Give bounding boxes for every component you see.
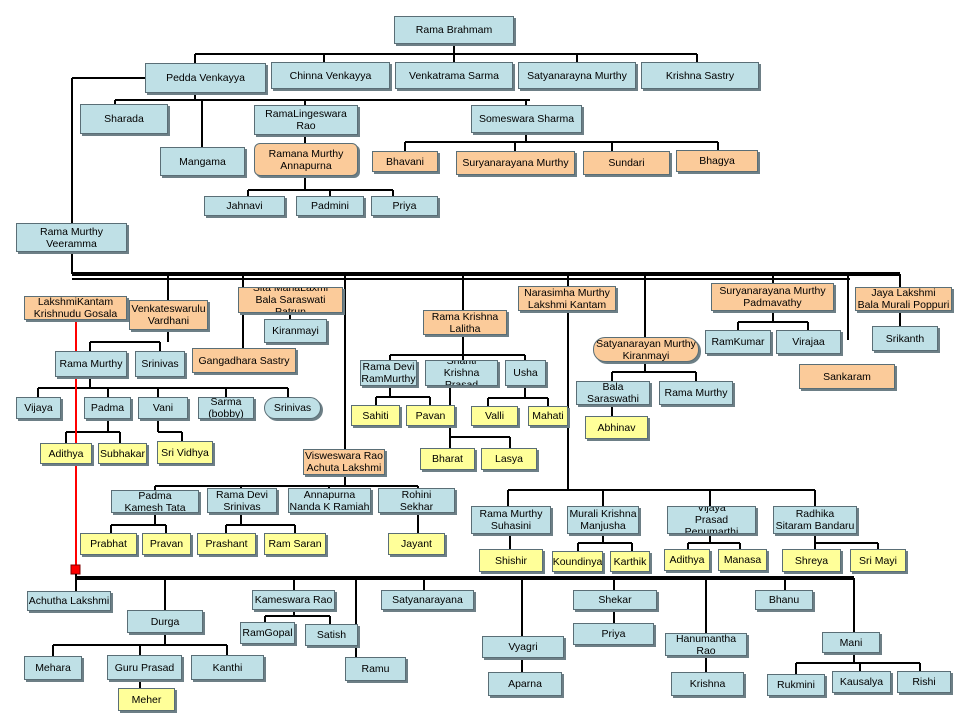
node-satyanarayana: Satyanarayana: [381, 590, 474, 610]
node-visweswara-rao: Visweswara Rao Achuta Lakshmi: [303, 449, 385, 475]
node-karthik: Karthik: [610, 551, 650, 572]
node-someswara-sharma: Someswara Sharma: [471, 105, 582, 133]
node-sahiti: Sahiti: [351, 405, 400, 426]
node-bhagya: Bhagya: [676, 150, 758, 172]
node-kameswara-rao: Kameswara Rao: [252, 590, 335, 610]
node-jahnavi: Jahnavi: [204, 196, 285, 216]
node-srinivas-2: Srinivas: [264, 397, 321, 419]
node-shreya: Shreya: [782, 549, 841, 572]
node-kanthi: Kanthi: [191, 655, 264, 680]
node-lakshmikantam: LakshmiKantam Krishnudu Gosala: [24, 296, 127, 320]
node-rama-brahmam: Rama Brahmam: [394, 16, 514, 44]
node-mehara: Mehara: [24, 656, 82, 680]
node-shishir: Shishir: [479, 549, 543, 572]
node-virajaa: Virajaa: [776, 330, 841, 354]
node-kausalya: Kausalya: [832, 671, 891, 693]
node-radhika: Radhika Sitaram Bandaru: [773, 506, 857, 534]
node-shanti: Shanti Krishna Prasad: [425, 360, 498, 386]
node-bhavani: Bhavani: [372, 151, 438, 172]
node-pavan: Pavan: [406, 405, 455, 426]
node-murali-krishna: Murali Krishna Manjusha: [567, 506, 639, 534]
node-vyagri: Vyagri: [482, 636, 564, 658]
node-ram-saran: Ram Saran: [264, 533, 326, 555]
node-ramalingeswara-rao: RamaLingeswara Rao: [254, 105, 358, 135]
node-ramu: Ramu: [345, 657, 406, 681]
node-annapurna-nanda: Annapurna Nanda K Ramiah: [288, 488, 371, 513]
node-subhakar: Subhakar: [98, 443, 147, 464]
node-pravan: Pravan: [142, 533, 191, 555]
node-pedda-venkayya: Pedda Venkayya: [145, 63, 266, 93]
node-bala-saraswathi: Bala Saraswathi: [576, 381, 650, 405]
node-jaya-lakshmi: Jaya Lakshmi Bala Murali Poppuri: [855, 287, 952, 311]
node-ramgopal: RamGopal: [240, 622, 295, 644]
node-prashant: Prashant: [197, 533, 256, 555]
node-prabhat: Prabhat: [80, 533, 137, 555]
node-padma: Padma: [84, 397, 131, 419]
node-satish: Satish: [305, 624, 358, 646]
node-narasimha-murthy: Narasimha Murthy Lakshmi Kantam: [518, 286, 616, 311]
node-adithya-1: Adithya: [40, 443, 92, 464]
node-abhinav: Abhinav: [585, 416, 648, 439]
node-chinna-venkayya: Chinna Venkayya: [271, 62, 390, 89]
node-srinivas-1: Srinivas: [135, 351, 185, 377]
node-rama-murthy-suhasini: Rama Murthy Suhasini: [471, 506, 551, 534]
node-srikanth: Srikanth: [872, 326, 938, 351]
node-sarma-bobby: Sarma (bobby): [198, 397, 254, 419]
node-vijaya-1: Vijaya: [16, 397, 61, 419]
node-lasya: Lasya: [481, 448, 537, 470]
node-sankaram: Sankaram: [799, 364, 895, 389]
node-mani: Mani: [822, 632, 880, 653]
node-usha: Usha: [505, 360, 546, 386]
node-sharada: Sharada: [80, 104, 168, 134]
node-shekar: Shekar: [573, 590, 657, 610]
node-sundari: Sundari: [583, 151, 670, 175]
node-jayant: Jayant: [388, 533, 445, 555]
node-rama-murthy-2: Rama Murthy: [55, 351, 127, 377]
node-krishna: Krishna: [671, 672, 744, 696]
node-mangama: Mangama: [160, 147, 245, 176]
node-ramkumar: RamKumar: [705, 330, 771, 354]
node-sri-mayi: Sri Mayi: [850, 549, 906, 572]
node-vani: Vani: [138, 397, 188, 419]
node-ramana-murthy: Ramana Murthy Annapurna: [254, 143, 358, 176]
node-krishna-sastry: Krishna Sastry: [641, 62, 759, 89]
node-rama-krishna: Rama Krishna Lalitha: [423, 310, 507, 335]
node-suryanarayana-padmavathy: Suryanarayana Murthy Padmavathy: [711, 283, 834, 311]
node-priya-2: Priya: [573, 623, 654, 645]
node-rohini-sekhar: Rohini Sekhar: [378, 488, 455, 513]
node-padma-kamesh: Padma Kamesh Tata: [111, 490, 199, 513]
node-rama-murthy-veeramma: Rama Murthy Veeramma: [16, 223, 127, 252]
node-valli: Valli: [471, 406, 518, 426]
node-manasa: Manasa: [718, 549, 767, 571]
node-adithya-2: Adithya: [664, 549, 710, 571]
node-venkatrama-sarma: Venkatrama Sarma: [395, 62, 513, 89]
node-durga: Durga: [127, 610, 203, 633]
node-satyanarayna-murthy: Satyanarayna Murthy: [518, 62, 636, 89]
node-sri-vidhya: Sri Vidhya: [157, 441, 213, 464]
node-venkateswarulu: Venkateswarulu Vardhani: [129, 300, 208, 330]
node-guru-prasad: Guru Prasad: [107, 655, 182, 680]
node-rukmini: Rukmini: [767, 674, 825, 696]
node-mahati: Mahati: [528, 406, 568, 426]
node-rishi: Rishi: [897, 671, 951, 693]
node-meher: Meher: [118, 688, 175, 711]
node-rama-murthy-3: Rama Murthy: [659, 381, 733, 405]
node-vijaya-prasad: Vijaya Prasad Penumarthi: [667, 506, 756, 534]
node-priya: Priya: [371, 196, 438, 216]
node-gangadhara-sastry: Gangadhara Sastry: [192, 348, 296, 373]
node-bharat: Bharat: [420, 448, 475, 470]
node-rama-devi-rammurthy: Rama Devi RamMurthy: [360, 360, 417, 386]
node-hanumantha-rao: Hanumantha Rao: [665, 633, 747, 656]
node-achutha-lakshmi: Achutha Lakshmi: [27, 591, 111, 611]
node-kiranmayi: Kiranmayi: [264, 319, 327, 343]
node-rama-devi-srinivas: Rama Devi Srinivas: [207, 488, 277, 513]
node-bhanu: Bhanu: [755, 590, 813, 610]
node-satyanarayan-kiranmayi: Satyanarayan Murthy Kiranmayi: [593, 337, 699, 362]
node-suryanarayana-murthy: Suryanarayana Murthy: [456, 151, 575, 175]
node-aparna: Aparna: [488, 672, 562, 696]
node-padmini: Padmini: [296, 196, 364, 216]
node-koundinya: Koundinya: [552, 551, 603, 572]
node-sita-mahalaxmi: Sita MahaLaxmi Bala Saraswati Patrun: [238, 287, 343, 313]
